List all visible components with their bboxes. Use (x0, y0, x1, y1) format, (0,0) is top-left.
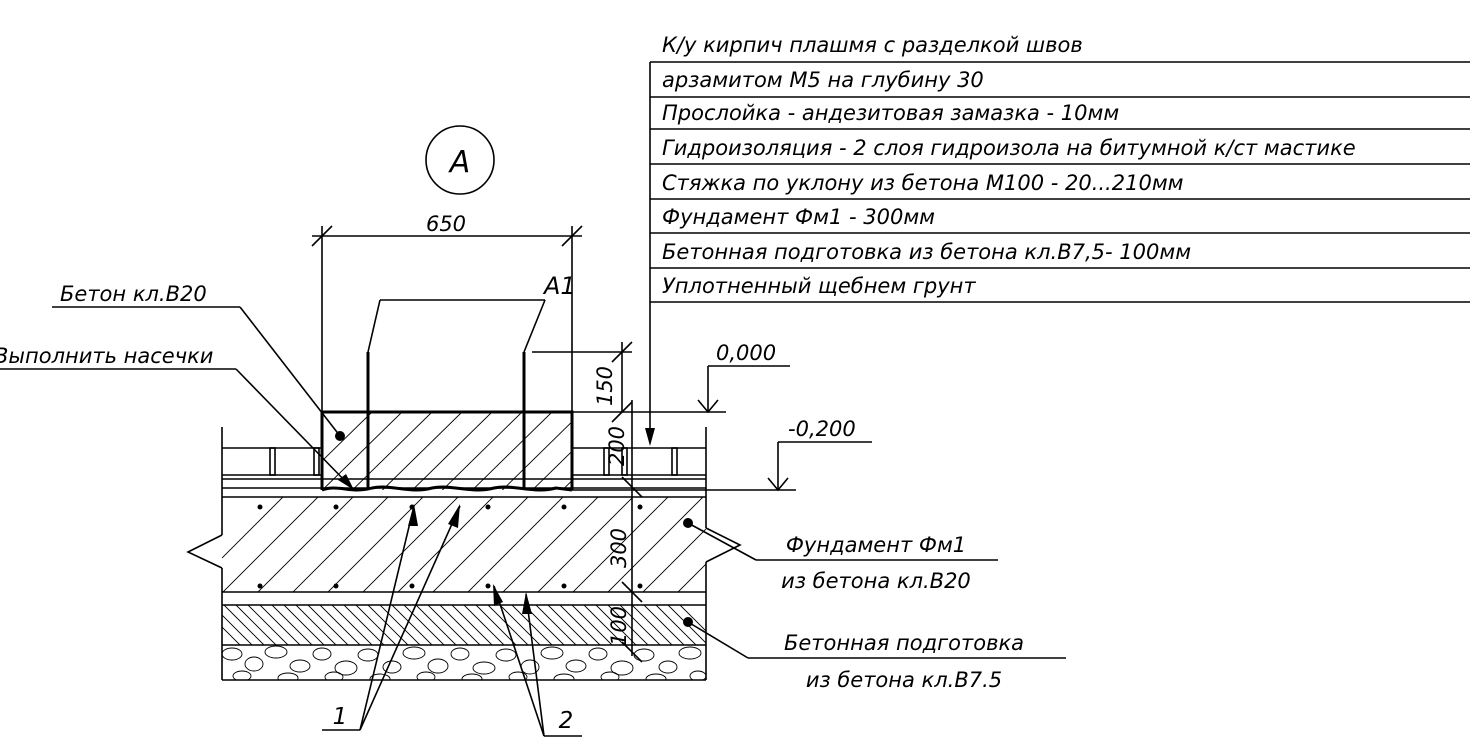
preparation-callout-line1: Бетонная подготовка (784, 631, 1024, 655)
pointer-1: 1 (322, 504, 461, 731)
layer-1-text: К/у кирпич плашмя с разделкой швов (662, 33, 1083, 57)
dim-200: 200 (605, 426, 629, 466)
dim-100: 100 (607, 606, 631, 646)
layer-5-text: Стяжка по уклону из бетона М100 - 20...2… (662, 171, 1184, 195)
width-dimension: 650 (311, 212, 583, 412)
gravel-layer (222, 645, 706, 680)
layer-7-text: Бетонная подготовка из бетона кл.В7,5- 1… (662, 240, 1191, 264)
pointer-2: 2 (493, 584, 582, 737)
level-minus: -0,200 (572, 417, 872, 492)
width-dimension-value: 650 (426, 212, 466, 236)
concrete-block-hatch (322, 412, 572, 490)
section-mark-letter: А (448, 145, 471, 180)
rebar-mark-label: А1 (542, 272, 576, 300)
level-zero-text: 0,000 (716, 341, 776, 365)
vertical-dimensions: 150 200 300 100 (532, 341, 643, 663)
pointer-2-label: 2 (559, 708, 574, 734)
foundation-callout: Фундамент Фм1 из бетона кл.В20 (683, 518, 998, 593)
layer-6-text: Фундамент Фм1 - 300мм (662, 205, 935, 229)
layer-4-text: Гидроизоляция - 2 слоя гидроизола на бит… (662, 136, 1356, 160)
preparation-callout: Бетонная подготовка из бетона кл.В7.5 (683, 617, 1066, 692)
concrete-callout: Бетон кл.В20 (52, 282, 345, 441)
preparation-callout-line2: из бетона кл.В7.5 (806, 668, 1002, 692)
foundation-callout-line1: Фундамент Фм1 (786, 533, 966, 557)
preparation-hatch (222, 605, 706, 645)
notches-callout: Выполнить насечки (0, 344, 354, 490)
foundation-callout-line2: из бетона кл.В20 (781, 569, 971, 593)
layer-8-text: Уплотненный щебнем грунт (662, 274, 976, 298)
level-minus-text: -0,200 (788, 417, 856, 441)
pointer-1-label: 1 (333, 704, 348, 730)
foundation-hatch (222, 497, 706, 592)
rebar-callout: А1 (367, 272, 576, 353)
concrete-callout-text: Бетон кл.В20 (60, 282, 207, 306)
layer-table: К/у кирпич плашмя с разделкой швов арзам… (645, 33, 1470, 446)
layer-3-text: Прослойка - андезитовая замазка - 10мм (662, 101, 1119, 125)
level-zero: 0,000 (572, 341, 790, 414)
notches-callout-text: Выполнить насечки (0, 344, 213, 368)
dim-300: 300 (607, 528, 631, 568)
dim-150: 150 (593, 366, 617, 406)
layer-2-text: арзамитом М5 на глубину 30 (662, 68, 984, 92)
section-mark: А (425, 125, 495, 195)
